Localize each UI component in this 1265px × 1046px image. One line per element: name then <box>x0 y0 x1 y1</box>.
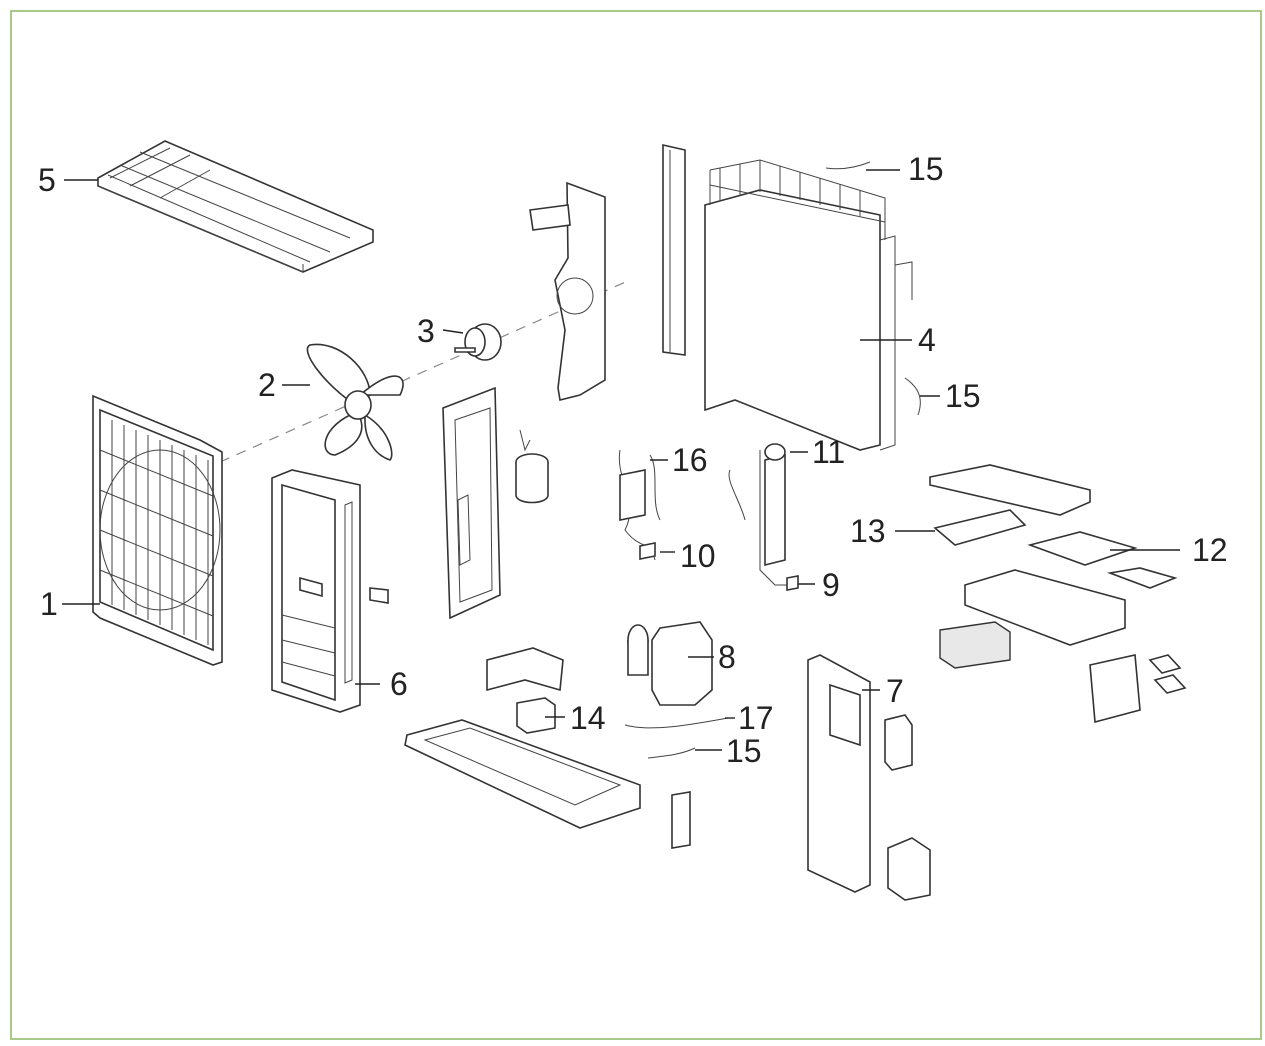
part-reactor-14 <box>516 697 556 734</box>
part-compressor-8 <box>627 621 713 706</box>
callout-15-mid: 15 <box>945 378 981 414</box>
callout-1: 1 <box>40 586 58 622</box>
callout-15-bottom: 15 <box>726 733 762 769</box>
part-electric-board-13 <box>933 509 1027 546</box>
part-terminal-block <box>671 791 691 849</box>
part-partition-plate <box>442 386 501 620</box>
part-top-cover <box>97 140 374 273</box>
leader-3 <box>442 329 464 334</box>
part-front-side-panel <box>271 469 389 713</box>
part-pipe-assembly-11 <box>728 443 790 586</box>
callout-6: 6 <box>390 666 408 702</box>
part-cable-17 <box>624 717 729 729</box>
part-sensor-15c <box>647 747 696 759</box>
diagram-frame <box>10 10 1262 1040</box>
part-condenser <box>704 159 913 451</box>
part-valve-9 <box>786 575 799 591</box>
callout-3: 3 <box>417 313 435 349</box>
callout-12: 12 <box>1192 532 1228 568</box>
callout-11: 11 <box>812 434 845 470</box>
callout-15-top: 15 <box>908 151 944 187</box>
callout-16: 16 <box>672 442 708 478</box>
callout-8: 8 <box>718 639 736 675</box>
part-main-pcb-12 <box>1027 531 1138 566</box>
part-capacitor <box>515 429 549 504</box>
callout-17: 17 <box>738 700 774 736</box>
part-front-grille <box>92 394 223 666</box>
callout-13: 13 <box>850 513 886 549</box>
fan-axis-line <box>219 279 631 463</box>
part-right-side-panel <box>807 654 931 901</box>
part-motor <box>454 323 502 361</box>
callout-2: 2 <box>258 367 276 403</box>
callout-5: 5 <box>38 162 56 198</box>
part-column <box>662 143 686 356</box>
part-valve-10 <box>639 542 656 560</box>
part-electric-box <box>939 567 1187 724</box>
callout-7: 7 <box>886 673 904 709</box>
part-base-pan <box>404 719 641 829</box>
part-motor-bracket <box>529 181 606 401</box>
part-electric-box-cover <box>929 464 1091 516</box>
callout-4: 4 <box>918 322 936 358</box>
part-fan <box>306 343 404 461</box>
callout-10: 10 <box>680 538 716 574</box>
callout-9: 9 <box>822 567 840 603</box>
callout-14: 14 <box>570 700 606 736</box>
part-sensor-15b <box>904 377 921 416</box>
part-baffle <box>486 647 564 692</box>
part-sensor-15a <box>825 161 871 170</box>
